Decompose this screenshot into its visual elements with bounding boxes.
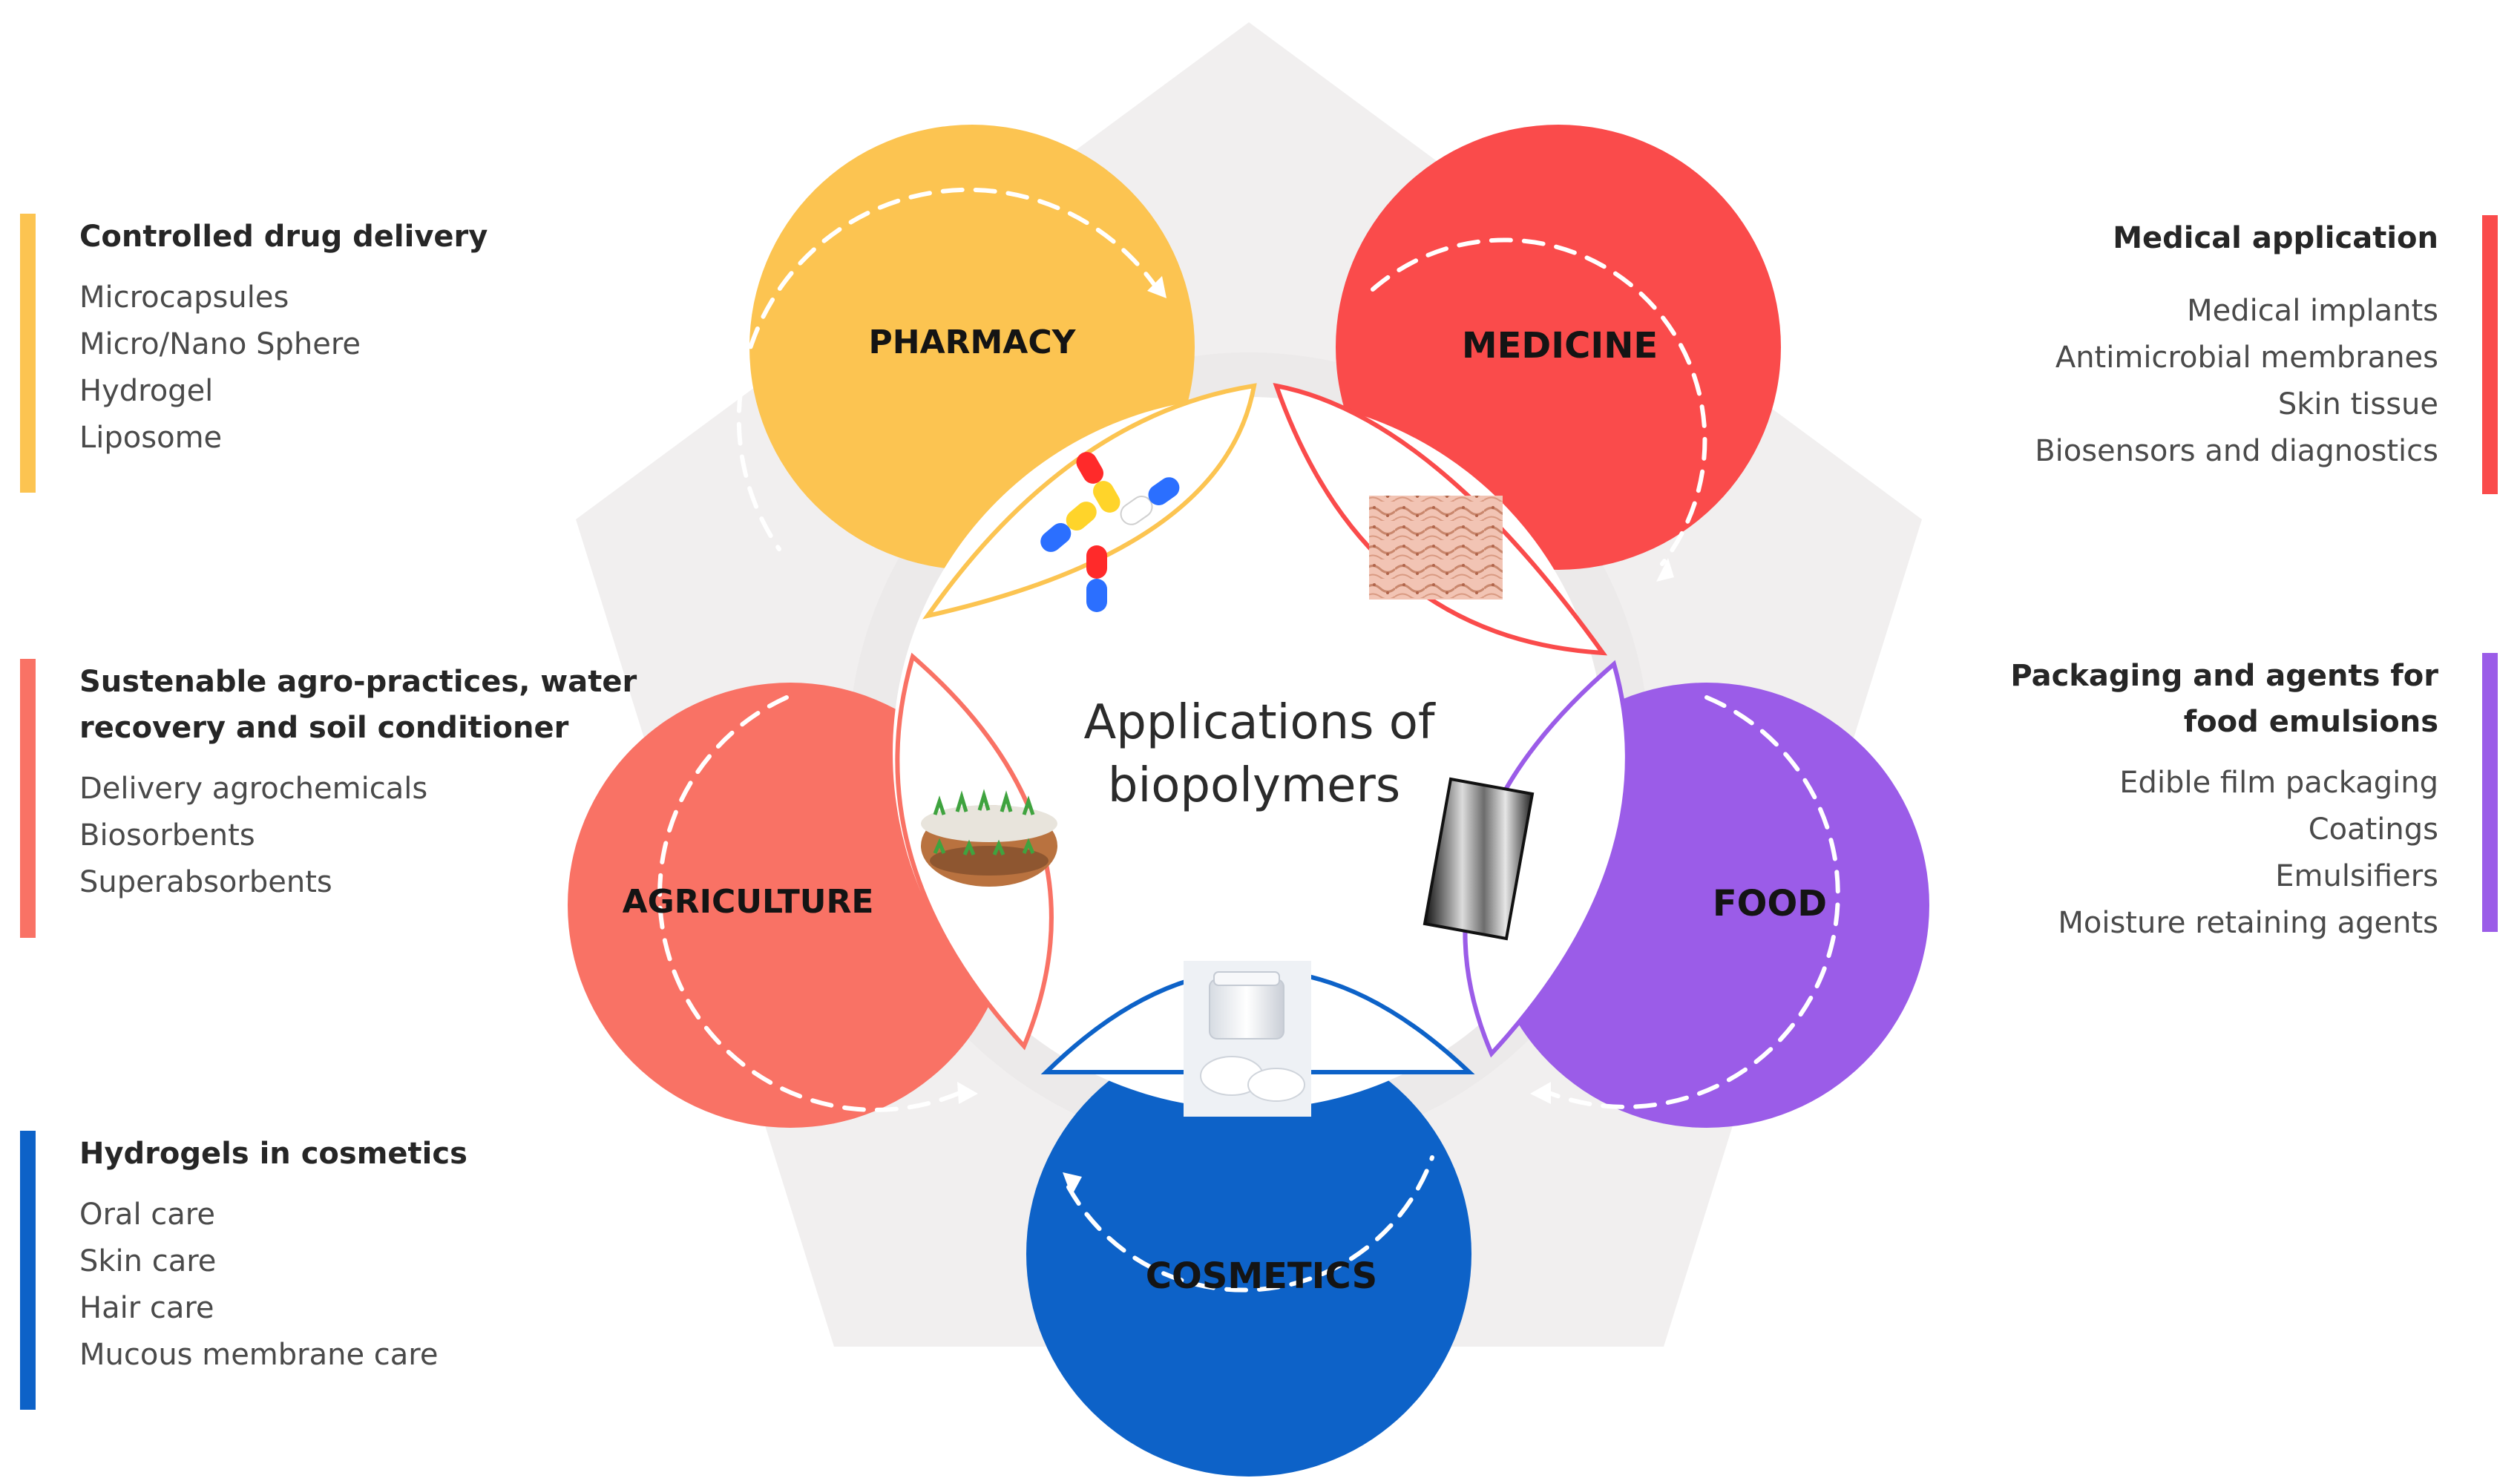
soil-plants-image: [921, 789, 1057, 887]
cosmetics-accent-bar: [20, 1131, 36, 1410]
medicine-panel: Medical application Medical implants Ant…: [2035, 215, 2498, 494]
food-arrow-icon: [1541, 695, 1840, 1109]
medicine-panel-heading: Medical application: [2113, 221, 2438, 255]
cosmetics-panel-heading: Hydrogels in cosmetics: [79, 1137, 467, 1171]
food-arrowhead-icon: [1530, 1082, 1551, 1104]
center-title-line1: Applications of: [1084, 695, 1436, 750]
cosmetics-panel-item: Hair care: [79, 1291, 214, 1325]
cosmetics-arrowhead-icon: [1063, 1172, 1082, 1196]
pharmacy-panel: Controlled drug delivery Microcapsules M…: [20, 214, 488, 493]
pharmacy-panel-item: Hydrogel: [79, 374, 214, 408]
cosmetics-panel-item: Mucous membrane care: [79, 1338, 439, 1372]
pharmacy-label: PHARMACY: [869, 323, 1077, 361]
food-panel-item: Emulsifiers: [2275, 859, 2438, 893]
agriculture-panel-item: Superabsorbents: [79, 865, 332, 899]
food-panel-item: Coatings: [2308, 812, 2438, 847]
agriculture-panel: Sustenable agro-practices, water recover…: [20, 659, 637, 938]
medicine-panel-item: Antimicrobial membranes: [2055, 341, 2438, 375]
food-panel-item: Moisture retaining agents: [2058, 906, 2438, 940]
agriculture-panel-item: Biosorbents: [79, 818, 255, 853]
medicine-accent-bar: [2482, 215, 2498, 494]
agriculture-arrow-icon: [657, 695, 967, 1112]
cosmetics-petal[interactable]: [1026, 1031, 1471, 1477]
food-panel-item: Edible film packaging: [2119, 766, 2438, 800]
agriculture-panel-item: Delivery agrochemicals: [79, 772, 428, 806]
cosmetics-arrow-icon: [1066, 1155, 1434, 1293]
tissue-image: [1369, 496, 1503, 600]
pharmacy-arrow-icon: [736, 187, 1160, 551]
food-label: FOOD: [1713, 883, 1827, 924]
pharmacy-panel-item: Micro/Nano Sphere: [79, 327, 361, 361]
medicine-panel-item: Skin tissue: [2277, 387, 2438, 421]
agriculture-label: AGRICULTURE: [623, 883, 874, 921]
pharmacy-arrowhead-icon: [1147, 276, 1167, 298]
cosmetics-panel-item: Skin care: [79, 1244, 217, 1278]
cream-jar-image: [1184, 961, 1311, 1117]
center-title-line2: biopolymers: [1108, 758, 1400, 813]
pharmacy-accent-bar: [20, 214, 36, 493]
food-lens: [1463, 660, 1630, 1058]
pharmacy-panel-item: Liposome: [79, 421, 223, 455]
medicine-arrowhead-icon: [1656, 558, 1674, 582]
pharmacy-panel-item: Microcapsules: [79, 280, 289, 315]
agriculture-arrowhead-icon: [957, 1082, 978, 1104]
agriculture-panel-heading: Sustenable agro-practices, water recover…: [79, 665, 637, 745]
cosmetics-panel-item: Oral care: [79, 1198, 215, 1232]
food-accent-bar: [2482, 653, 2498, 932]
medicine-panel-item: Medical implants: [2187, 294, 2438, 328]
pharmacy-panel-heading: Controlled drug delivery: [79, 220, 488, 254]
food-panel: Packaging and agents for food emulsions …: [2010, 653, 2498, 947]
agriculture-accent-bar: [20, 659, 36, 938]
medicine-label: MEDICINE: [1462, 325, 1658, 367]
food-panel-heading: Packaging and agents for food emulsions: [2010, 659, 2438, 739]
capsules-image: [1040, 452, 1180, 612]
cosmetics-label: COSMETICS: [1146, 1255, 1377, 1297]
medicine-arrow-icon: [1371, 237, 1707, 566]
film-image: [1423, 777, 1535, 941]
cosmetics-panel: Hydrogels in cosmetics Oral care Skin ca…: [20, 1131, 467, 1410]
medicine-panel-item: Biosensors and diagnostics: [2035, 434, 2438, 468]
